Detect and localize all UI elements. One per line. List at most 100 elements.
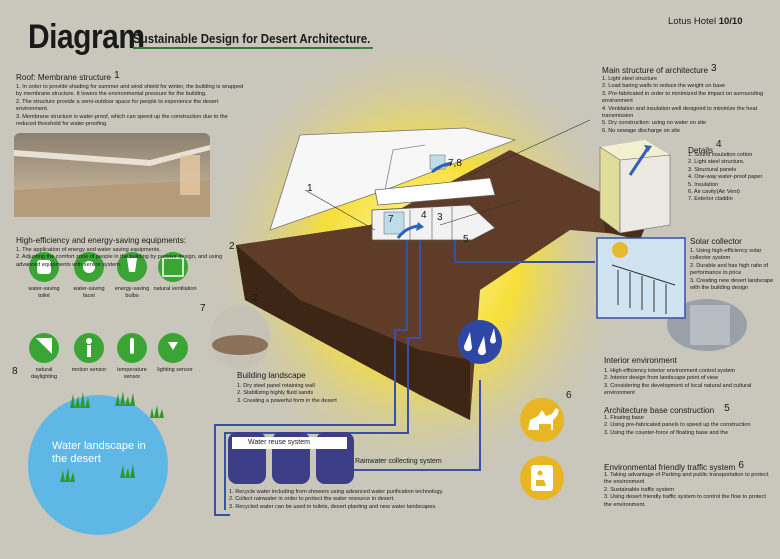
interior-item-2: 2. Interior design from landscape point … xyxy=(604,375,719,382)
base-item-2: 2. Using pre-fabricated panels to speed … xyxy=(604,422,751,429)
rainwater-label: Rainwater collecting system xyxy=(355,458,442,465)
details-item-1: 1. Sound insulation cotton xyxy=(688,152,753,158)
landscape-num: 2 xyxy=(229,241,235,252)
water-item-2: 2. Collect rainwater in order to protect… xyxy=(229,496,395,503)
equipment-num-7: 7 xyxy=(200,303,206,314)
details-item-6: 6. Air cavity(Air Vent) xyxy=(688,188,740,195)
details-title: Details4 xyxy=(688,139,722,155)
traffic-item-2: 2. Sustainable traffic system xyxy=(604,486,674,493)
diagram-num-2: 2 xyxy=(252,293,258,304)
water-list: 1. Recycle water including from showers … xyxy=(229,489,447,511)
base-num: 5 xyxy=(724,403,730,414)
equipment-item-1: 1. The application of energy and water s… xyxy=(16,247,161,253)
main-structure-list: 1. Light steel structure 2. Load baring … xyxy=(602,76,772,135)
rain-icon xyxy=(458,320,502,364)
diagram-num-7: 7 xyxy=(388,214,394,225)
page-subtitle: Sustainable Design for Desert Architectu… xyxy=(133,32,371,46)
main-structure-item-5: 5. Dry construction: using no water on s… xyxy=(602,120,707,127)
base-list: 1. Floating base 2. Using pre-fabricated… xyxy=(604,415,774,437)
page-number: 10/10 xyxy=(718,16,743,27)
icon-label-facet: water-saving facet xyxy=(73,286,105,299)
base-title: Architecture base construction 5 xyxy=(604,403,730,415)
roof-item-2: 2. The structure provide a semi-outdoor … xyxy=(16,98,219,113)
solar-item-3: 3. Creating new desert landscape with th… xyxy=(690,277,774,291)
details-item-5: 5. Insulation xyxy=(688,181,719,188)
landscape-item-2: 2. Stabilizing highly fluid sands xyxy=(237,390,314,397)
equipment-item-2: 2. Adjusting the comfort zone of people … xyxy=(16,254,223,268)
diagram-num-1: 1 xyxy=(307,183,313,194)
traffic-num: 6 xyxy=(738,460,744,471)
details-item-2: 2. Light steel structure. xyxy=(688,159,745,166)
icon-label-daylighting: natural daylighting xyxy=(30,367,58,380)
base-item-3: 3. Using the counter-force of floating b… xyxy=(604,429,729,436)
base-title-text: Architecture base construction xyxy=(604,406,715,415)
diagram-num-3: 3 xyxy=(437,212,443,223)
main-structure-num: 3 xyxy=(711,63,717,74)
details-list: 1. Sound insulation cotton 2. Light stee… xyxy=(688,152,776,204)
water-item-1: 1. Recycle water including from showers … xyxy=(229,489,444,495)
interior-list: 1. High efficiency interior environment … xyxy=(604,368,774,398)
icon-label-toilet: water-saving toilet xyxy=(28,286,60,299)
diagram-num-6: 6 xyxy=(566,390,572,401)
diagram-num-4: 4 xyxy=(421,210,427,221)
icon-label-ventilation: natural ventilation xyxy=(153,286,197,292)
brand: Lotus Hotel 10/10 xyxy=(668,16,742,27)
traffic-item-1: 1. Taking advantage of Parking and publi… xyxy=(604,472,769,486)
solar-item-1: 1. Using high-efficiency solar collector… xyxy=(690,248,762,262)
landscape-item-3: 3. Creating a powerful form in the deser… xyxy=(237,397,337,404)
equipment-list: 1. The application of energy and water s… xyxy=(16,247,226,269)
roof-num: 1 xyxy=(114,70,120,81)
base-item-1: 1. Floating base xyxy=(604,415,644,421)
building-upper xyxy=(374,177,496,206)
diagram-num-78: 7,8 xyxy=(448,158,462,169)
membrane-roof xyxy=(269,127,517,231)
details-num: 4 xyxy=(716,139,722,150)
traffic-item-3: 3. Using desert friendly traffic system … xyxy=(604,494,766,508)
main-structure-title-text: Main structure of architecture xyxy=(602,66,709,75)
water-reuse-label: Water reuse system xyxy=(232,437,347,449)
interior-item-1: 1. High efficiency interior environment … xyxy=(604,368,736,374)
solar-list: 1. Using high-efficiency solar collector… xyxy=(690,248,776,292)
icon-label-motion: motion sensor xyxy=(71,367,107,373)
brand-name: Lotus Hotel xyxy=(668,16,717,27)
grass-decoration xyxy=(60,391,164,482)
landscape-item-1: 1. Dry steel panel retaining wall xyxy=(237,383,315,389)
solar-item-2: 2. Durable and has high ratio of perform… xyxy=(690,262,769,277)
main-structure-item-1: 1. Light steel structure xyxy=(602,76,658,82)
water-landscape-text: Water landscape in the desert xyxy=(52,440,146,466)
water-landscape-circle xyxy=(28,395,168,535)
interior-title: Interior environment xyxy=(604,356,677,365)
traffic-list: 1. Taking advantage of Parking and publi… xyxy=(604,472,774,509)
landscape-title: Building landscape xyxy=(237,371,306,380)
wall-detail-image xyxy=(599,140,671,234)
equipment-num-8: 8 xyxy=(12,366,18,377)
roof-title-text: Roof: Membrane structure xyxy=(16,73,112,82)
desert-ground xyxy=(236,150,650,420)
title-underline xyxy=(133,47,373,49)
page-title: Diagram xyxy=(28,18,145,56)
details-item-3: 3. Structural panels xyxy=(688,166,737,173)
main-structure-item-4: 4. Ventilation and insulation well desig… xyxy=(602,105,758,119)
interior-item-3: 3. Considering the development of local … xyxy=(604,382,752,397)
roof-list: 1. In order to provide shading for summe… xyxy=(16,84,248,128)
traffic-title-text: Environmental friendly traffic system xyxy=(604,463,736,472)
landscape-list: 1. Dry steel panel retaining wall 2. Sta… xyxy=(237,383,397,405)
roof-item-3: 3. Membrane structure is water-proof, wh… xyxy=(16,113,228,127)
main-structure-item-2: 2. Load baring walls to reduce the weigh… xyxy=(602,83,726,90)
main-structure-item-6: 6. No sewage discharge on site xyxy=(602,127,681,134)
details-item-7: 7. Exterior claddin xyxy=(688,196,733,203)
icon-label-bulbs: energy-saving bulbs xyxy=(114,286,150,299)
main-structure-item-3: 3. Pre-fabricated in order to minimized … xyxy=(602,90,764,105)
solar-title: Solar collector xyxy=(690,237,742,246)
icon-label-temperature: temperature sensor xyxy=(117,367,147,380)
equipment-title: High-efficiency and energy-saving equipm… xyxy=(16,236,187,245)
water-pipe xyxy=(214,240,408,516)
diagram-num-5: 5 xyxy=(463,234,469,245)
water-item-3: 3. Recycled water can be used in toilets… xyxy=(229,503,437,510)
solar-collector-image xyxy=(596,237,686,319)
icon-label-lighting: lighting sensor xyxy=(157,367,193,373)
